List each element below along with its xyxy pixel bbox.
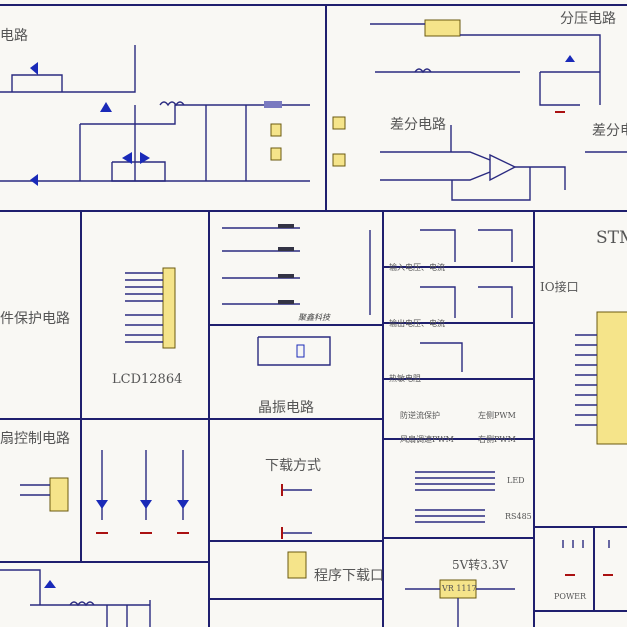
op-amp-icon	[489, 153, 517, 182]
power-circuit-wires	[0, 45, 310, 182]
diode-icon	[30, 174, 38, 186]
title-diff-2: 差分电	[592, 123, 627, 139]
label-fan-pwm: 风扇调速PWM	[400, 435, 454, 444]
title-regulator: 5V转3.3V	[452, 558, 509, 572]
label-left-pwm: 左侧PWM	[478, 411, 516, 420]
label-led: LED	[507, 476, 525, 485]
connector-icon	[270, 147, 282, 161]
diode-icon	[140, 152, 150, 164]
connector-icon	[332, 116, 346, 130]
panel-output-vi	[382, 266, 535, 324]
panel-power-circuit	[0, 4, 327, 212]
program-connector	[287, 551, 307, 579]
title-fan: 扇控制电路	[0, 431, 70, 447]
optocoupler-chip	[424, 19, 461, 37]
diode-icon	[122, 152, 132, 164]
panel-leds	[80, 418, 210, 563]
panel-download-mode	[208, 418, 384, 542]
zener-diode-icon	[565, 55, 575, 62]
label-reverse-protect: 防逆流保护	[400, 411, 440, 420]
panel-thermistor	[382, 322, 535, 380]
panel-pwm	[382, 378, 535, 440]
panel-keys	[208, 210, 384, 326]
label-input-vi: 输入电压、电流	[389, 263, 445, 272]
title-diff-1: 差分电路	[390, 117, 446, 133]
panel-bottom-misc	[208, 598, 384, 627]
watermark: 聚鑫科技	[298, 313, 330, 322]
title-io: IO接口	[540, 280, 579, 294]
title-mcu: STM	[596, 228, 627, 248]
connector-icon	[332, 153, 346, 167]
panel-lcd	[80, 210, 210, 420]
label-thermistor: 热敏电阻	[389, 374, 421, 383]
led-indicators	[96, 450, 189, 534]
lcd-connector	[162, 267, 176, 349]
panel-divider-diff	[325, 4, 627, 212]
title-protection: 件保护电路	[0, 311, 70, 327]
panel-mcu	[533, 210, 627, 528]
diode-icon	[100, 102, 112, 112]
panel-power-led-2	[593, 526, 627, 612]
panel-led-usart	[382, 438, 535, 539]
panel-input-vi	[382, 210, 535, 268]
title-power: POWER	[554, 592, 587, 601]
title-divider: 分压电路	[560, 11, 616, 27]
title-lcd: LCD12864	[112, 372, 183, 387]
label-regulator-chip: VR 1117	[442, 584, 477, 593]
title-download-mode: 下载方式	[265, 458, 321, 474]
title-power-circuit: 电路	[0, 28, 28, 44]
mcu-chip	[596, 311, 627, 445]
connector-icon	[270, 123, 282, 137]
label-output-vi: 输出电压、电流	[389, 319, 445, 328]
diode-icon	[30, 62, 38, 75]
label-rs485: RS485	[505, 512, 532, 521]
title-crystal: 晶振电路	[258, 400, 314, 416]
label-right-pwm: 右侧PWM	[478, 435, 516, 444]
key-switches	[222, 224, 371, 315]
crystal-icon	[296, 344, 305, 358]
title-program-port: 程序下载口	[314, 568, 384, 584]
diode-icon	[44, 580, 56, 588]
panel-bottom-left	[0, 561, 210, 627]
panel-regulator	[382, 537, 535, 627]
